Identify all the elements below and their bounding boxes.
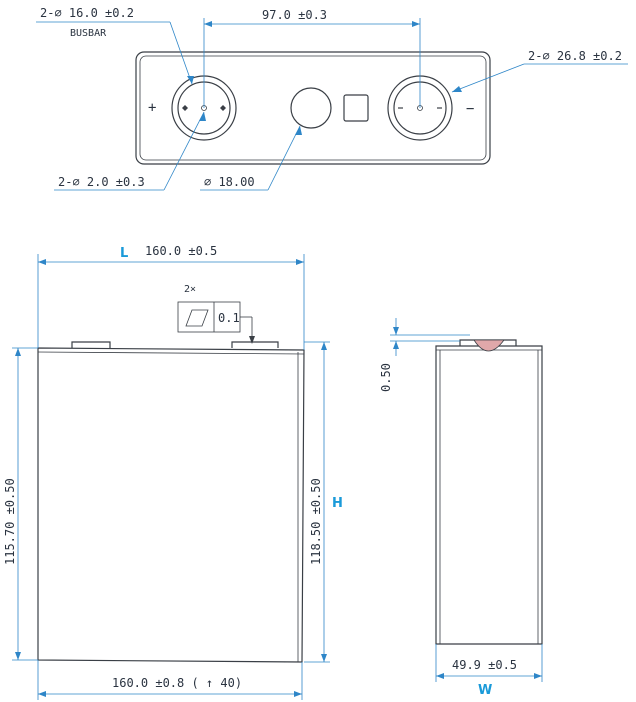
front-terminal-left (71, 341, 111, 348)
side-body-outline (435, 345, 543, 645)
height-letter: H (332, 496, 343, 511)
width-arrow-right (534, 673, 542, 679)
plus-icon: + (148, 100, 156, 116)
width-label: 49.9 ±0.5 (452, 658, 517, 672)
minus-icon: − (466, 101, 474, 117)
pitch-arrow-left (204, 21, 212, 27)
pin-dia-leader-d (163, 111, 205, 191)
front-terminal-right (231, 341, 279, 348)
vent-leader-d (267, 125, 301, 191)
front-view: L 160.0 ±0.5 2× 0.1 115.70 ±0.50 118.50 … (3, 244, 343, 700)
top-plate-inner (139, 55, 487, 161)
fill-port-square (343, 94, 369, 122)
length-arrow-right (296, 259, 304, 265)
offset-arrow-bottom (393, 341, 399, 349)
terminal-dia-arrow (452, 86, 462, 92)
length-bottom-label: 160.0 ±0.8 ( ↑ 40) (112, 676, 242, 690)
pin-dia-arrow (199, 112, 206, 121)
side-vent-section (473, 339, 505, 352)
pitch-arrow-right (412, 21, 420, 27)
cell-body-outline (37, 347, 305, 663)
height-left-arrow-bottom (15, 652, 21, 660)
width-letter: W (478, 683, 492, 698)
length-letter: L (120, 246, 128, 261)
terminal-dia-label: 2-∅ 26.8 ±0.2 (528, 49, 622, 63)
terminal-dia-leader-d (451, 63, 525, 93)
flatness-value: 0.1 (218, 311, 240, 325)
height-right-arrow-top (321, 342, 327, 350)
height-right-arrow-bottom (321, 654, 327, 662)
length-bottom-arrow-left (38, 691, 46, 697)
vent-circle (290, 87, 332, 129)
height-left-arrow-top (15, 348, 21, 356)
width-arrow-left (436, 673, 444, 679)
length-bottom-arrow-right (294, 691, 302, 697)
busbar-marker-right (220, 105, 226, 111)
side-view: 0.50 49.9 ±0.5 W (379, 318, 543, 698)
terminal-pitch-label: 97.0 ±0.3 (262, 8, 327, 22)
busbar-leader-arrow (187, 76, 194, 84)
height-right-label: 118.50 ±0.50 (309, 478, 323, 565)
tolerance-count: 2× (184, 284, 196, 295)
length-arrow-left (38, 259, 46, 265)
offset-arrow-top (393, 327, 399, 335)
cell-lid-line (37, 351, 305, 355)
top-view: + − 97.0 ±0.3 2-∅ (36, 6, 628, 191)
busbar-label: BUSBAR (70, 28, 107, 39)
pin-dia-label: 2-∅ 2.0 ±0.3 (58, 175, 145, 189)
flatness-leader-arrow (249, 336, 255, 344)
height-left-label: 115.70 ±0.50 (3, 478, 17, 565)
terminal-offset-label: 0.50 (379, 363, 393, 392)
busbar-marker-left (182, 105, 188, 111)
top-plate-outline (135, 51, 491, 165)
vent-dia-label: ∅ 18.00 (204, 175, 255, 189)
vent-leader-arrow (295, 126, 302, 135)
busbar-dia-label: 2-∅ 16.0 ±0.2 (40, 6, 134, 20)
flatness-symbol-icon (185, 309, 209, 327)
length-top-label: 160.0 ±0.5 (145, 244, 217, 258)
busbar-leader-d (169, 21, 193, 85)
